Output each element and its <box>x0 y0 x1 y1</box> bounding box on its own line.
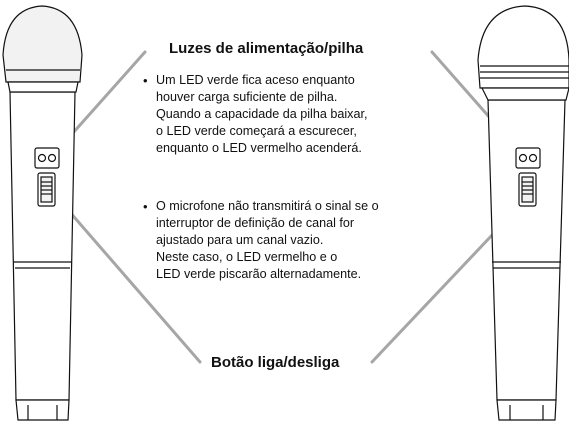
power-button-label: Botão liga/desliga <box>208 354 343 371</box>
note-line: Um LED verde fica aceso enquanto <box>156 73 355 87</box>
note-empty-channel: • O microfone não transmitirá o sinal se… <box>143 198 383 283</box>
left-microphone <box>2 5 83 421</box>
power-lights-label: Luzes de alimentação/pilha <box>166 40 367 57</box>
left-led-window <box>34 147 60 169</box>
left-led-green <box>37 153 47 163</box>
note-line: enquanto o LED vermelho acenderá. <box>156 141 362 155</box>
bullet-icon: • <box>143 73 148 88</box>
note-line: Neste caso, o LED vermelho e o <box>156 250 338 264</box>
right-led-red <box>528 153 538 163</box>
note-line: O microfone não transmitirá o sinal se o <box>156 199 379 213</box>
note-line: houver carga suficiente de pilha. <box>156 90 338 104</box>
note-battery-led: • Um LED verde fica aceso enquanto houve… <box>143 72 383 157</box>
note-line: ajustado para um canal vazio. <box>156 233 324 247</box>
right-led-green <box>518 153 528 163</box>
note-line: o LED verde começará a escurecer, <box>156 124 357 138</box>
bullet-icon: • <box>143 199 148 214</box>
note-line: interruptor de definição de canal for <box>156 216 355 230</box>
leader-line-left-switch <box>53 193 202 364</box>
left-led-red <box>47 153 57 163</box>
note-line: Quando a capacidade da pilha baixar, <box>156 107 368 121</box>
note-line: LED verde piscarão alternadamente. <box>156 267 362 281</box>
right-led-window <box>515 147 541 169</box>
right-microphone <box>477 5 569 421</box>
